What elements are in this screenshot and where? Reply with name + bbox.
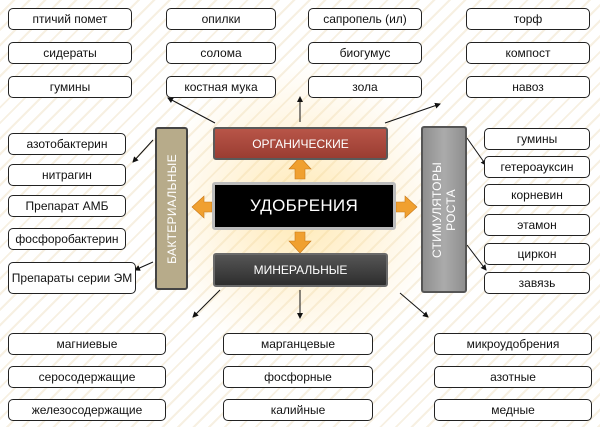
arrow-to-growth-top xyxy=(466,137,487,166)
mineral-item-copper: медные xyxy=(434,399,592,421)
organic-category-box: ОРГАНИЧЕСКИЕ xyxy=(213,127,388,160)
arrow-to-bacterial-top xyxy=(132,139,154,163)
arrow-to-organic-right xyxy=(384,102,441,124)
growth-item-kornevin: корневин xyxy=(484,184,590,206)
growth-item-humins: гумины xyxy=(484,128,590,150)
organic-item-bird-droppings: птичий помет xyxy=(8,8,132,30)
organic-item-manure: навоз xyxy=(466,76,590,98)
growth-item-zircon: циркон xyxy=(484,243,590,265)
organic-item-green-manure: сидераты xyxy=(8,42,132,64)
bacterial-category-label: БАКТЕРИАЛЬНЫЕ xyxy=(164,153,179,264)
growth-category-label: СТИМУЛЯТОРЫ РОСТА xyxy=(430,161,459,258)
mineral-category-box: МИНЕРАЛЬНЫЕ xyxy=(213,253,388,287)
mineral-category-label: МИНЕРАЛЬНЫЕ xyxy=(253,263,348,277)
organic-category-label: ОРГАНИЧЕСКИЕ xyxy=(252,136,349,151)
organic-item-compost: компост xyxy=(466,42,590,64)
mineral-item-nitrogen: азотные xyxy=(434,366,592,388)
arrow-center-right xyxy=(395,195,418,219)
mineral-item-potassium: калийные xyxy=(223,399,373,421)
organic-item-peat: торф xyxy=(466,8,590,30)
organic-item-bone-meal: костная мука xyxy=(166,76,276,98)
arrow-to-growth-bottom xyxy=(466,244,487,271)
arrow-to-mineral-right xyxy=(399,292,429,318)
mineral-item-iron: железосодержащие xyxy=(8,399,166,421)
mineral-item-phosphorus: фосфорные xyxy=(223,366,373,388)
bacterial-item-phosphorobacterin: фосфоробактерин xyxy=(8,228,126,250)
organic-item-sapropel: сапропель (ил) xyxy=(308,8,422,30)
mineral-item-manganese: марганцевые xyxy=(223,333,373,355)
arrow-center-left xyxy=(191,195,213,219)
bacterial-item-em-series: Препараты серии ЭМ xyxy=(8,262,136,294)
growth-item-heteroauxin: гетероауксин xyxy=(484,156,590,178)
arrow-center-down xyxy=(288,231,312,254)
mineral-item-magnesium: магниевые xyxy=(8,333,166,355)
arrow-to-mineral-left xyxy=(192,289,221,318)
organic-item-ash: зола xyxy=(308,76,422,98)
mineral-item-sulfur: серосодержащие xyxy=(8,366,166,388)
organic-item-straw: солома xyxy=(166,42,276,64)
center-title-box: УДОБРЕНИЯ xyxy=(212,182,396,230)
mineral-item-microfertilizers: микроудобрения xyxy=(434,333,592,355)
bacterial-item-nitragin: нитрагин xyxy=(8,164,126,186)
bacterial-item-azotobacterin: азотобактерин xyxy=(8,133,126,155)
center-title-label: УДОБРЕНИЯ xyxy=(249,196,359,215)
arrow-center-up xyxy=(288,156,312,180)
bacterial-item-amb: Препарат АМБ xyxy=(8,195,126,217)
growth-category-bar: СТИМУЛЯТОРЫ РОСТА xyxy=(421,126,467,293)
organic-item-sawdust: опилки xyxy=(166,8,276,30)
organic-item-humins: гумины xyxy=(8,76,132,98)
arrow-to-organic-left xyxy=(167,97,216,124)
growth-item-etamon: этамон xyxy=(484,214,590,236)
growth-item-zavyaz: завязь xyxy=(484,272,590,294)
arrow-to-bacterial-bottom xyxy=(134,261,154,271)
bacterial-category-bar: БАКТЕРИАЛЬНЫЕ xyxy=(155,127,188,290)
organic-item-biohumus: биогумус xyxy=(308,42,422,64)
